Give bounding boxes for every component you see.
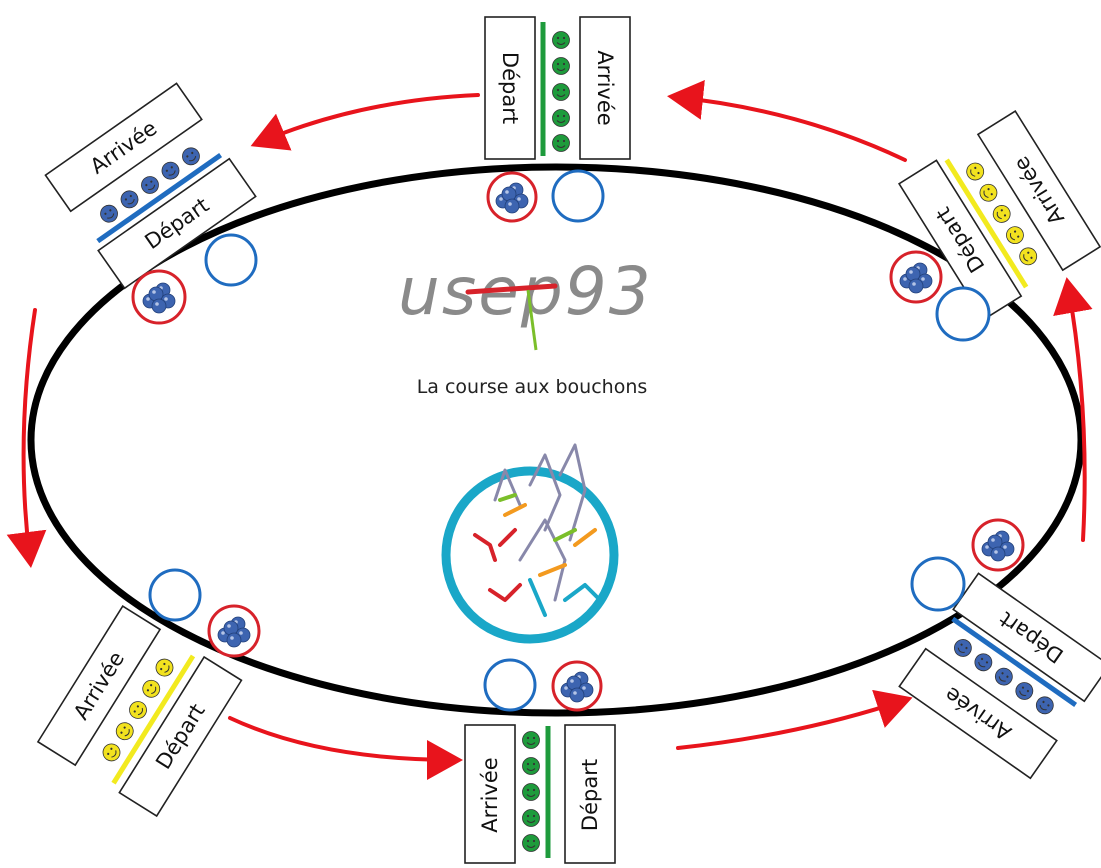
station-top: Départ Arrivée (484, 16, 631, 223)
race-track (27, 163, 1085, 717)
arrow-bottom-right (676, 689, 913, 750)
departure-box (897, 159, 1023, 321)
departure-box (118, 655, 243, 818)
station-bottom-left: Arrivée Départ (36, 568, 261, 818)
usep93-logo: usep93 (398, 253, 653, 351)
team-smileys (552, 31, 570, 152)
station-bottom: Arrivée Départ (464, 658, 616, 864)
empty-hoop (204, 233, 258, 287)
team-smileys (522, 731, 540, 852)
empty-hoop (483, 658, 537, 712)
runners-emblem (441, 443, 619, 644)
arrow-left (6, 308, 47, 568)
empty-hoop (910, 556, 966, 612)
departure-box (952, 572, 1101, 703)
arrival-label: Arrivée (593, 50, 617, 125)
departure-box (484, 16, 536, 160)
logo-accent-icon (526, 289, 538, 351)
empty-hoop (935, 286, 991, 342)
station-top-right: Départ Arrivée (889, 110, 1101, 342)
departure-box (97, 157, 257, 290)
empty-hoop (551, 169, 605, 223)
arrival-box (464, 724, 516, 864)
departure-label: Départ (578, 759, 602, 831)
arrow-bottom-left (228, 716, 463, 780)
arrival-box (36, 605, 162, 767)
page-title: La course aux bouchons (417, 376, 648, 398)
station-bottom-right: Départ Arrivée (898, 518, 1101, 780)
team-line (111, 654, 196, 785)
arrow-right (1053, 277, 1093, 542)
departure-label: Départ (498, 52, 522, 124)
arrival-box (579, 16, 631, 160)
arrival-box (44, 82, 203, 213)
logo-text: usep93 (398, 253, 653, 330)
departure-box (564, 724, 616, 864)
team-line (951, 616, 1078, 707)
arrival-label: Arrivée (478, 757, 502, 832)
station-top-left: Arrivée Départ (44, 82, 258, 325)
team-line (944, 158, 1029, 289)
direction-arrows (6, 80, 1093, 780)
arrival-box (976, 110, 1101, 272)
arrival-box (898, 647, 1058, 780)
team-line (96, 153, 223, 244)
runners-icon (473, 443, 602, 617)
empty-hoop (148, 568, 202, 622)
arrow-top-left (250, 93, 480, 151)
arrow-top-right (667, 80, 907, 162)
